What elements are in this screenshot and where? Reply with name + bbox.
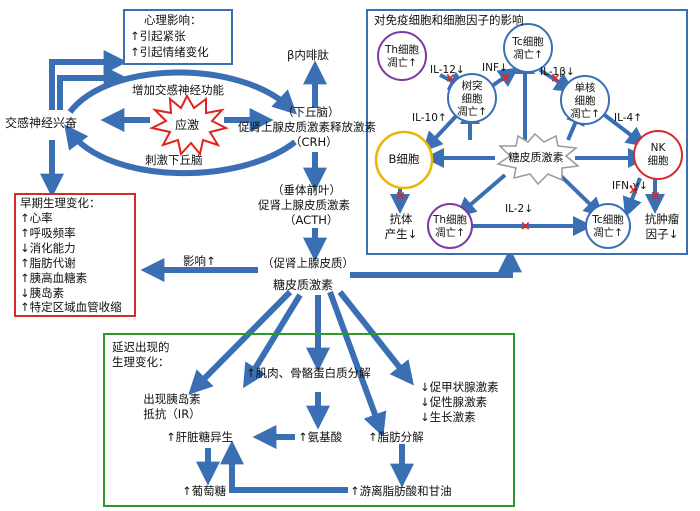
nk-cell: NK 细胞 — [647, 142, 669, 167]
psych-title: 心理影响： — [144, 13, 202, 27]
immune-glucocorticoid: 糖皮质激素 — [508, 151, 564, 164]
stress-label: 应激 — [175, 118, 200, 132]
b-cell-circle — [374, 130, 434, 190]
arrow-gc-to-th-bottom — [455, 173, 507, 218]
amino-acid-label: ↑氨基酸 — [298, 430, 343, 444]
early-item-insulin: ↓胰岛素 — [20, 286, 65, 300]
stress-starburst — [149, 93, 229, 157]
nk-circle — [633, 130, 683, 180]
fatty-acid-label: ↑游离脂肪酸和甘油 — [350, 484, 452, 498]
arrow-gc-to-tc-bottom — [558, 173, 604, 218]
immune-title: 对免疫细胞和细胞因子的影响 — [374, 13, 524, 27]
b-cell: B细胞 — [388, 152, 420, 166]
arrow-mono-to-nk — [596, 108, 647, 147]
dendritic-circle — [447, 73, 497, 123]
inf-label: INF↓ — [482, 62, 508, 74]
il12-label: IL-12↓ — [430, 64, 465, 76]
mono-cell: 单核 细胞 凋亡↑ — [570, 82, 600, 120]
gluconeogenesis-label: ↑肝脏糖异生 — [166, 430, 234, 444]
early-title: 早期生理变化： — [20, 196, 101, 210]
early-item-respiration: ↑呼吸频率 — [20, 226, 76, 240]
psych-item-tension: ↑引起紧张 — [130, 29, 186, 43]
adrenal-cortex-label: （促肾上腺皮质） — [262, 256, 354, 270]
lipolysis-label: ↑脂肪分解 — [368, 430, 424, 444]
tc-top-circle — [503, 23, 553, 73]
acth-abbr-label: （ACTH） — [284, 213, 339, 227]
crh-abbr-label: （CRH） — [290, 135, 338, 149]
inhibit-mark-antitumor: × — [650, 189, 661, 204]
beta-endorphin-label: β内啡肽 — [287, 48, 329, 62]
delayed-box — [103, 333, 515, 507]
early-item-glucagon: ↑胰高血糖素 — [20, 271, 88, 285]
mono-circle — [560, 75, 610, 125]
early-item-digestion: ↓消化能力 — [20, 241, 76, 255]
ifn-label: IFN-γ↓ — [612, 180, 648, 192]
immune-gc-starburst — [496, 132, 580, 186]
glucose-label: ↑葡萄糖 — [182, 484, 227, 498]
arrow-sympathetic-to-psych-2 — [57, 66, 128, 110]
early-item-vasoconstriction: ↑特定区域血管收缩 — [20, 300, 122, 314]
inhibit-mark-il1b: × — [550, 71, 561, 86]
arrow-nk-to-tc — [622, 177, 642, 218]
psych-item-emotion: ↑引起情绪变化 — [130, 45, 209, 59]
th-bottom-cell: Th细胞 凋亡↑ — [432, 214, 468, 239]
dendritic-cell: 树突 细胞 凋亡↑ — [457, 80, 487, 118]
crh-label: 促肾上腺皮质激素释放激素 — [238, 120, 376, 134]
arrow-to-insulin-resistance — [188, 289, 293, 395]
stimulate-hypothalamus-label: 刺激下丘脑 — [145, 153, 203, 167]
sympathetic-label: 交感神经兴奋 — [5, 116, 78, 130]
influence-label: 影响↑ — [183, 254, 216, 268]
il2-label: IL-2↓ — [505, 203, 534, 215]
arrow-to-muscle-left — [242, 293, 303, 389]
tc-bottom-circle — [585, 203, 631, 249]
il4-label: IL-4↑ — [614, 112, 643, 124]
early-item-heart-rate: ↑心率 — [20, 211, 53, 225]
antibody-label: 抗体 产生↓ — [384, 212, 418, 241]
arrow-dendritic-to-tc — [490, 67, 519, 88]
inhibit-mark-antibody: × — [395, 189, 406, 204]
arrow-tc-to-mono — [538, 68, 575, 93]
hormones-label: ↓促甲状腺激素 ↓促性腺激素 ↓生长激素 — [420, 380, 499, 424]
hypothalamus-label: （下丘脑） — [282, 105, 340, 119]
acth-label: 促肾上腺皮质激素 — [258, 198, 350, 212]
delayed-title: 延迟出现的 生理变化： — [112, 340, 170, 369]
arrow-to-immune-box — [350, 248, 522, 278]
arrow-dendritic-to-b — [422, 112, 460, 152]
glucocorticoid-label: 糖皮质激素 — [273, 278, 334, 292]
psych-box — [123, 9, 233, 65]
increase-sympathetic-label: 增加交感神经功能 — [132, 83, 224, 97]
inhibit-mark-il12: × — [445, 71, 456, 86]
early-box — [14, 193, 136, 317]
tc-top-cell: Tc细胞 凋亡↑ — [512, 36, 544, 61]
inhibit-mark-ifn: × — [628, 183, 639, 198]
th-bottom-circle — [427, 203, 473, 249]
il10-label: IL-10↑ — [412, 112, 447, 124]
tc-bottom-cell: Tc细胞 凋亡↑ — [592, 214, 624, 239]
pituitary-label: （垂体前叶） — [272, 183, 341, 197]
arc-stimulate-hypothalamus — [64, 124, 297, 177]
antitumor-label: 抗肿瘤 因子↓ — [644, 212, 680, 241]
muscle-protein-label: ↑肌肉、骨骼蛋白质分解 — [246, 366, 371, 380]
arc-increase-sympathetic — [67, 69, 297, 115]
arrow-fatty-to-gluconeo — [220, 440, 348, 493]
arrow-to-lipolysis — [327, 290, 387, 438]
insulin-resistance-label: 出现胰岛素 抵抗（IR） — [143, 392, 201, 421]
inhibit-mark-il2: × — [520, 219, 531, 234]
il1b-label: IL-1β↓ — [540, 66, 575, 78]
early-item-fat-metabolism: ↑脂肪代谢 — [20, 256, 76, 270]
inhibit-mark-inf: × — [500, 71, 511, 86]
arrow-sympathetic-to-psych — [49, 50, 128, 110]
th-top-circle — [377, 31, 427, 81]
th-top-cell: Th细胞 凋亡↑ — [384, 44, 420, 69]
